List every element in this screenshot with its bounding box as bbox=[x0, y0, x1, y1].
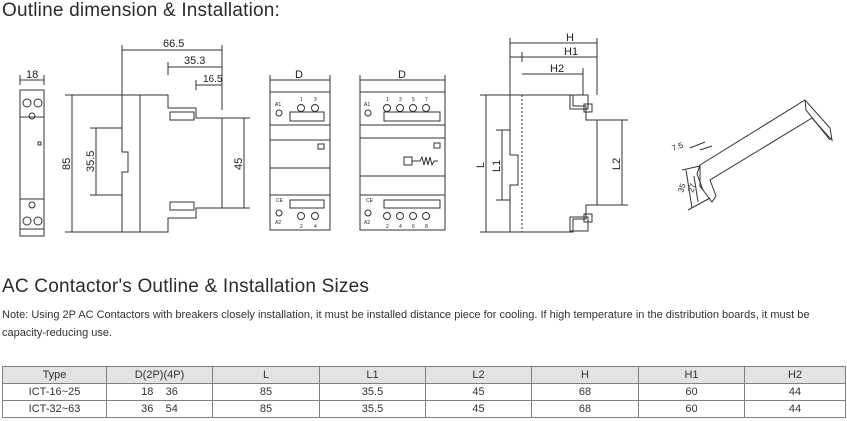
terminal-label: 2 bbox=[300, 224, 303, 230]
coil-label: A1 bbox=[364, 102, 370, 108]
cell-d: 36 54 bbox=[106, 400, 213, 418]
dim-height-inner: 35.5 bbox=[85, 151, 97, 172]
terminal-label: 4 bbox=[314, 224, 317, 230]
dim-H: H bbox=[566, 32, 574, 44]
technical-drawing: 18 66.5 35.3 16.5 85 bbox=[19, 32, 833, 237]
terminal-label: 5 bbox=[412, 97, 415, 103]
cell-H: 68 bbox=[531, 400, 639, 418]
table-row: ICT-16~25 18 36 85 35.5 45 68 60 44 bbox=[2, 383, 846, 401]
dim-height-total: 85 bbox=[61, 158, 73, 170]
dim-rail-c: 27 bbox=[686, 182, 697, 194]
column-header: L2 bbox=[425, 366, 532, 384]
terminal-label: 7 bbox=[425, 97, 428, 103]
terminal-label: 3 bbox=[399, 97, 402, 103]
table-row: ICT-32~63 36 54 85 35.5 45 68 60 44 bbox=[2, 400, 846, 418]
cell-H: 68 bbox=[531, 383, 639, 401]
column-header: H2 bbox=[744, 366, 846, 384]
cell-d2p: 36 bbox=[141, 403, 154, 415]
side-view-rail: H H1 H2 L L1 L2 bbox=[475, 32, 628, 233]
column-header: H bbox=[531, 366, 639, 384]
dim-side-total: 66.5 bbox=[163, 38, 184, 50]
ce-mark: CE bbox=[366, 198, 374, 204]
dim-width-4p: D bbox=[398, 69, 406, 81]
cell-H2: 44 bbox=[744, 383, 846, 401]
cell-L: 85 bbox=[212, 400, 320, 418]
column-header: H1 bbox=[638, 366, 745, 384]
cell-type: ICT-32~63 bbox=[2, 400, 107, 418]
terminal-label: 8 bbox=[425, 224, 428, 230]
cell-H1: 60 bbox=[638, 383, 745, 401]
dim-side-small: 16.5 bbox=[203, 74, 223, 85]
dim-rail-a: 7.5 bbox=[671, 140, 685, 152]
cell-d: 18 36 bbox=[106, 383, 213, 401]
dim-L: L bbox=[475, 162, 487, 168]
cell-L1: 35.5 bbox=[319, 400, 426, 418]
coil-label: A1 bbox=[275, 102, 281, 108]
front-view-4p: D 1 3 5 7 A1 CE A2 2 4 6 8 bbox=[359, 69, 446, 231]
outline-heading: Outline dimension & Installation: bbox=[2, 0, 281, 21]
cell-type: ICT-16~25 bbox=[2, 383, 107, 401]
cell-d4p: 36 bbox=[165, 386, 178, 398]
dim-front-width: 18 bbox=[26, 69, 38, 81]
terminal-label: 4 bbox=[399, 224, 402, 230]
dim-L1: L1 bbox=[491, 160, 503, 172]
coil-label: A2 bbox=[275, 220, 281, 226]
cell-L2: 45 bbox=[425, 400, 532, 418]
terminal-label: 2 bbox=[386, 224, 389, 230]
cell-L2: 45 bbox=[425, 383, 532, 401]
table-header-row: Type D(2P)(4P) L L1 L2 H H1 H2 bbox=[2, 366, 846, 384]
cell-L: 85 bbox=[212, 383, 320, 401]
terminal-label: 3 bbox=[314, 97, 317, 103]
terminal-label: 1 bbox=[300, 97, 303, 103]
installation-note: Note: Using 2P AC Contactors with breake… bbox=[2, 309, 810, 339]
terminal-label: 1 bbox=[386, 97, 389, 103]
terminal-label: 6 bbox=[412, 224, 415, 230]
dim-rail-b: 35 bbox=[676, 182, 687, 194]
column-header: D(2P)(4P) bbox=[106, 366, 213, 384]
din-rail-drawing: 7.5 35 27 bbox=[671, 99, 833, 211]
dim-height-rail: 45 bbox=[233, 158, 245, 170]
front-view: 18 bbox=[19, 69, 45, 237]
dim-L2: L2 bbox=[611, 158, 623, 170]
sizes-heading: AC Contactor's Outline & Installation Si… bbox=[2, 276, 370, 297]
dim-H2: H2 bbox=[550, 63, 564, 75]
column-header: Type bbox=[2, 366, 107, 384]
ce-mark: CE bbox=[276, 198, 284, 204]
column-header: L bbox=[212, 366, 320, 384]
front-view-2p: D 1 3 A1 CE A2 2 4 bbox=[269, 69, 331, 231]
cell-d4p: 54 bbox=[165, 403, 178, 415]
cell-L1: 35.5 bbox=[319, 383, 426, 401]
dim-H1: H1 bbox=[564, 46, 578, 58]
coil-label: A2 bbox=[364, 220, 370, 226]
side-view: 66.5 35.3 16.5 85 35.5 45 bbox=[61, 38, 250, 233]
cell-d2p: 18 bbox=[141, 386, 154, 398]
dim-side-mid: 35.3 bbox=[184, 55, 205, 67]
dim-width-2p: D bbox=[295, 69, 303, 81]
column-header: L1 bbox=[319, 366, 426, 384]
cell-H1: 60 bbox=[638, 400, 745, 418]
cell-H2: 44 bbox=[744, 400, 846, 418]
sizes-table: Type D(2P)(4P) L L1 L2 H H1 H2 ICT-16~25… bbox=[2, 366, 846, 418]
